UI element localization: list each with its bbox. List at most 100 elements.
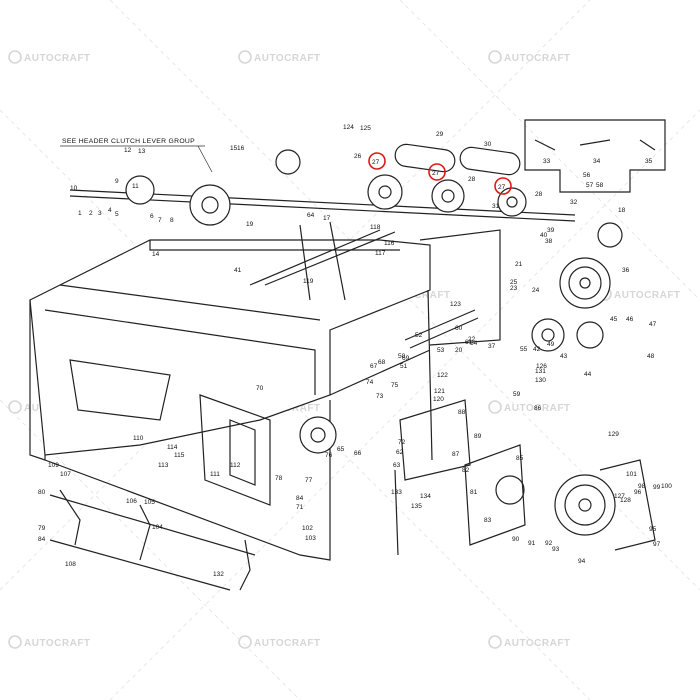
part-number-label: 89 — [474, 433, 482, 440]
part-number-label: 104 — [152, 524, 163, 531]
part-number-label: 83 — [484, 517, 492, 524]
part-number-label: 51 — [400, 363, 408, 370]
part-number-label: 91 — [528, 540, 536, 547]
part-number-label: 133 — [391, 489, 402, 496]
part-number-label: 39 — [547, 227, 555, 234]
part-number-label: 30 — [484, 141, 492, 148]
part-number-label: 10 — [70, 185, 78, 192]
knife-chain-assembly — [49, 489, 256, 591]
part-number-label: 93 — [552, 546, 560, 553]
part-number-label: 7 — [158, 217, 162, 224]
part-number-label: 54 — [470, 340, 478, 347]
part-number-label: 118 — [370, 224, 381, 231]
part-number-label: 71 — [296, 504, 304, 511]
part-number-label: 80 — [38, 489, 46, 496]
part-number-label: 27 — [432, 170, 440, 177]
part-number-label: 48 — [647, 353, 655, 360]
part-number-label: 97 — [653, 541, 661, 548]
highlight-part-27-middle — [428, 163, 446, 181]
part-number-label: 126 — [536, 363, 547, 370]
part-number-label: 35 — [645, 158, 653, 165]
part-number-label: 60 — [455, 325, 463, 332]
part-number-label: 12 — [124, 147, 132, 154]
part-number-label: 69 — [402, 355, 410, 362]
part-number-label: 33 — [543, 158, 551, 165]
part-number-label: 1 — [78, 210, 82, 217]
part-number-label: 6 — [150, 213, 154, 220]
part-number-label: 13 — [138, 148, 146, 155]
part-number-label: 14 — [152, 251, 160, 258]
part-number-label: 26 — [354, 153, 362, 160]
watermark-text: AUTOCRAFT — [504, 638, 571, 649]
part-number-label: 5 — [115, 211, 119, 218]
part-number-label: 18 — [618, 207, 626, 214]
part-number-label: 105 — [144, 499, 155, 506]
part-number-label: 58 — [596, 182, 604, 189]
part-number-label: 45 — [610, 316, 618, 323]
part-number-label: 28 — [535, 191, 543, 198]
part-number-label: 24 — [532, 287, 540, 294]
watermark-text: AUTOCRAFT — [504, 403, 571, 414]
watermark-logo-icon — [238, 635, 252, 649]
watermark-logo-icon — [238, 50, 252, 64]
part-number-label: 56 — [583, 172, 591, 179]
part-number-label: 94 — [578, 558, 586, 565]
part-number-label: 70 — [256, 385, 264, 392]
highlight-part-27-left — [368, 152, 386, 170]
part-number-label: 22 — [468, 336, 476, 343]
watermark-text: AUTOCRAFT — [254, 638, 321, 649]
part-number-label: 82 — [462, 467, 470, 474]
part-number-label: 110 — [133, 435, 144, 442]
part-number-label: 76 — [325, 452, 333, 459]
part-number-label: 127 — [614, 493, 625, 500]
part-number-label: 38 — [545, 238, 553, 245]
part-number-label: 62 — [396, 449, 404, 456]
watermark-text: AUTOCRAFT — [614, 290, 681, 301]
part-number-label: 75 — [391, 382, 399, 389]
header-clutch-note: SEE HEADER CLUTCH LEVER GROUP — [60, 138, 213, 173]
part-number-label: 73 — [376, 393, 384, 400]
part-number-label: 8 — [170, 217, 174, 224]
part-number-label: 31 — [492, 203, 500, 210]
part-number-label: 95 — [649, 526, 657, 533]
part-number-label: 85 — [516, 455, 524, 462]
part-number-label: 116 — [384, 240, 395, 247]
part-number-label: 36 — [622, 267, 630, 274]
part-number-label: 100 — [661, 483, 672, 490]
part-number-label: 65 — [337, 446, 345, 453]
part-number-label: 32 — [570, 199, 578, 206]
part-number-label: 130 — [535, 377, 546, 384]
part-number-label: 78 — [275, 475, 283, 482]
part-number-label: 131 — [535, 368, 546, 375]
part-number-label: 103 — [305, 535, 316, 542]
part-number-label: 41 — [234, 267, 242, 274]
part-number-label: 11 — [132, 183, 139, 190]
part-number-label: 46 — [626, 316, 634, 323]
part-number-label: 129 — [608, 431, 619, 438]
part-number-label: 114 — [167, 444, 178, 451]
watermark-logo-icon — [488, 635, 502, 649]
part-number-label: 134 — [420, 493, 431, 500]
part-number-label: 92 — [545, 540, 553, 547]
part-number-label: 109 — [48, 462, 59, 469]
part-number-label: 123 — [450, 301, 461, 308]
header-note-text: SEE HEADER CLUTCH LEVER GROUP — [62, 138, 195, 145]
part-number-label: 68 — [378, 359, 386, 366]
part-number-label: 77 — [305, 477, 313, 484]
part-number-label: 96 — [634, 489, 642, 496]
watermark-text: AUTOCRAFT — [504, 53, 571, 64]
part-number-label: 132 — [213, 571, 224, 578]
part-number-label: 16 — [237, 145, 245, 152]
part-number-label: 115 — [174, 452, 185, 459]
part-number-label: 124 — [343, 124, 354, 131]
part-number-label: 59 — [513, 391, 521, 398]
part-number-label: 87 — [452, 451, 460, 458]
part-number-label: 52 — [415, 332, 423, 339]
part-number-label: 64 — [307, 212, 315, 219]
part-number-label: 21 — [515, 261, 523, 268]
part-number-label: 106 — [126, 498, 137, 505]
part-number-label: 84 — [38, 536, 46, 543]
part-number-label: 34 — [593, 158, 601, 165]
part-number-label: 121 — [434, 388, 445, 395]
